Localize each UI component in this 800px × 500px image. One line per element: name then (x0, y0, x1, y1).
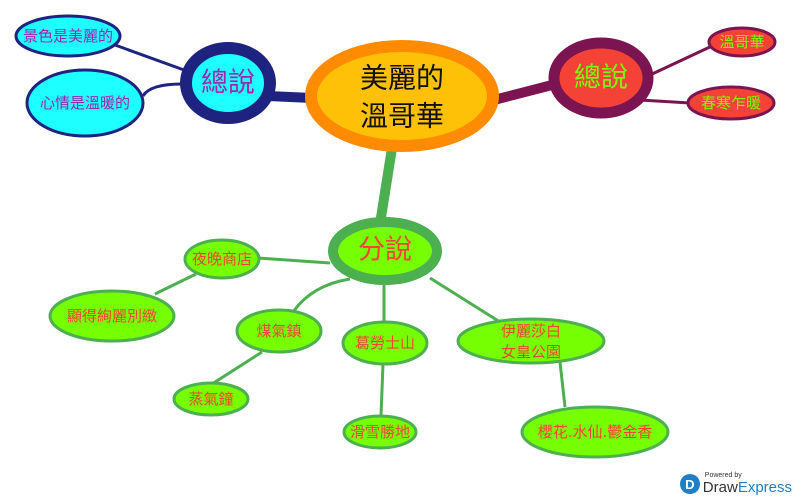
link-center-left (267, 91, 313, 103)
bottom-branch-label: 分說 (358, 235, 412, 266)
right-branch-node[interactable]: 總說 (548, 37, 654, 119)
link-center-bottom (375, 147, 397, 225)
bottom-child-gastown[interactable]: 煤氣鎮 (235, 308, 323, 354)
link-left-1 (114, 43, 185, 72)
central-title-line1: 美麗的 (360, 62, 444, 95)
bottom-subchild-4[interactable]: 櫻花.水仙.鬱金香 (520, 405, 670, 459)
bottom-child-2-label: 煤氣鎮 (256, 322, 301, 340)
link-bottom-3-sub (379, 363, 385, 417)
right-child-2[interactable]: 春寒乍暖 (686, 85, 776, 121)
link-bottom-1 (257, 256, 331, 265)
bottom-subchild-2-label: 蒸氣鐘 (188, 390, 233, 408)
left-child-1[interactable]: 景色是美麗的 (14, 14, 122, 58)
link-right-1 (649, 44, 713, 77)
bottom-branch-node[interactable]: 分說 (328, 217, 442, 285)
bottom-subchild-3[interactable]: 滑雪勝地 (342, 414, 418, 450)
drawexpress-logo-icon: D (679, 474, 700, 494)
brand-name-b: Express (737, 479, 792, 496)
bottom-child-4-label-line2: 女皇公園 (501, 343, 561, 361)
bottom-subchild-1-label: 顯得絢麗別緻 (67, 307, 157, 325)
bottom-child-3-label: 葛勞士山 (355, 334, 415, 352)
connectors (114, 43, 713, 417)
right-branch-label: 總說 (574, 63, 628, 94)
brand-name: DrawExpress (703, 479, 792, 496)
right-child-1-label: 溫哥華 (719, 33, 764, 51)
brand-name-a: Draw (702, 479, 738, 496)
left-child-2[interactable]: 心情是溫暖的 (25, 68, 145, 138)
link-left-2 (141, 82, 183, 97)
bottom-subchild-4-label: 櫻花.水仙.鬱金香 (538, 423, 653, 441)
link-bottom-1-sub (154, 272, 197, 296)
drawexpress-watermark: D Powered by DrawExpress (679, 472, 792, 496)
bottom-child-queen-elizabeth-park[interactable]: 伊麗莎白 女皇公園 (456, 317, 606, 365)
left-child-1-label: 景色是美麗的 (23, 27, 113, 45)
link-bottom-4 (429, 276, 501, 324)
right-child-1[interactable]: 溫哥華 (707, 26, 777, 58)
bottom-child-grouse[interactable]: 葛勞士山 (341, 320, 429, 366)
left-branch-node[interactable]: 總說 (180, 42, 276, 124)
link-center-right (492, 79, 558, 105)
right-child-2-label: 春寒乍暖 (701, 94, 761, 112)
left-branch-label: 總說 (201, 68, 255, 99)
bottom-child-night-market[interactable]: 夜晚商店 (183, 238, 261, 280)
bottom-subchild-3-label: 滑雪勝地 (350, 423, 410, 441)
bottom-subchild-2[interactable]: 蒸氣鐘 (172, 381, 250, 417)
link-bottom-2 (291, 277, 351, 313)
bottom-child-1-label: 夜晚商店 (192, 250, 252, 268)
central-title-line2: 溫哥華 (360, 100, 444, 133)
bottom-subchild-1[interactable]: 顯得絢麗別緻 (48, 289, 176, 343)
central-node[interactable]: 美麗的 溫哥華 (305, 40, 499, 152)
link-bottom-2-sub (211, 350, 263, 386)
link-right-2 (639, 98, 691, 105)
link-bottom-4-sub (558, 361, 567, 408)
bottom-child-4-label-line1: 伊麗莎白 (501, 322, 561, 340)
powered-by-text: Powered by (704, 472, 742, 479)
left-child-2-label: 心情是溫暖的 (40, 94, 130, 112)
